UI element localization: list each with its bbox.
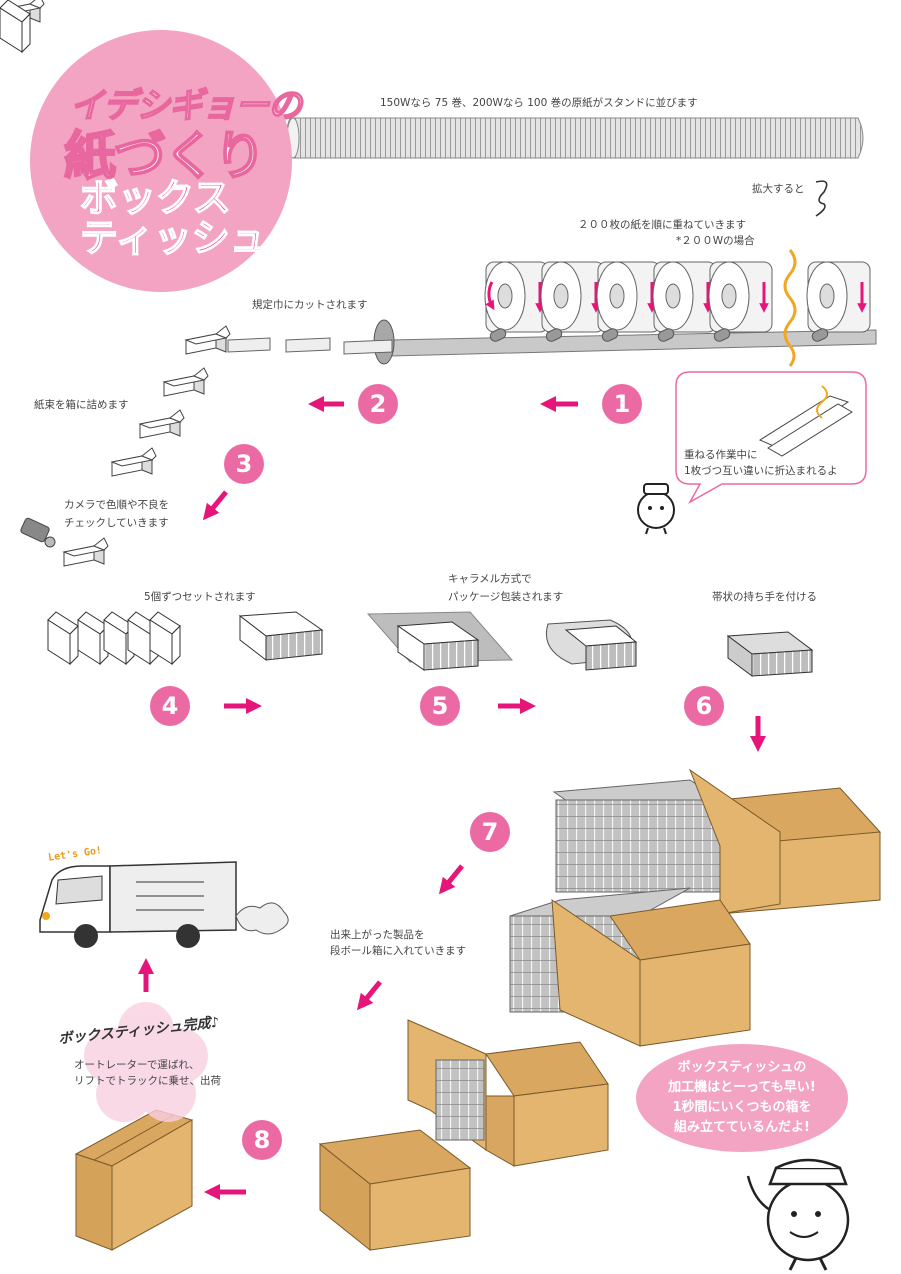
mascot-small [637, 483, 675, 535]
caption-fold-1: 重ねる作業中に [684, 449, 758, 461]
roll-conveyor [389, 249, 877, 367]
step-7-badge: 7 [470, 812, 510, 852]
caramel-wrap [366, 611, 638, 671]
step-5-badge: 5 [420, 686, 460, 726]
caption-stack: ２００枚の紙を順に重ねていきます [578, 219, 746, 231]
product-title-line2: ティッシュ [79, 216, 268, 260]
zoom-squiggle [815, 180, 828, 217]
bubble-line-1: ボックスティッシュの [677, 1059, 807, 1075]
mascot-big [746, 1158, 850, 1271]
flower-shape [84, 1002, 208, 1122]
caption-stack-note: *２００Wの場合 [676, 235, 755, 247]
cardboard-box-final [74, 1109, 194, 1251]
caption-camera-1: カメラで色順や不良を [64, 499, 169, 511]
arrow-7-down-2 [356, 980, 382, 1011]
camera-icon [20, 517, 56, 548]
caption-ship-1: オートレーターで運ばれ、 [74, 1059, 200, 1071]
arrow-3-down [202, 490, 228, 521]
caption-fold-2: 1枚づつ互い違いに折込まれるよ [684, 465, 838, 477]
product-title: ボックス ティッシュ [79, 176, 268, 260]
fold-bubble [675, 371, 867, 504]
caption-zoom: 拡大すると [752, 183, 805, 195]
main-title: 紙づくり [63, 126, 267, 188]
product-title-line1: ボックス [79, 176, 231, 220]
caption-cut: 規定巾にカットされます [252, 299, 368, 311]
cardboard-box-closed [318, 1129, 472, 1252]
step-6-badge: 6 [684, 686, 724, 726]
brand-title: イデシギョーの [69, 85, 303, 127]
cardboard-box-top [552, 768, 882, 915]
title-badge [30, 30, 292, 292]
caption-handle: 帯状の持ち手を付ける [712, 591, 817, 603]
caption-cardboard-2: 段ボール箱に入れていきます [330, 945, 467, 957]
arrow-7-down [438, 864, 464, 895]
mascot-speech-bubble: ボックスティッシュの 加工機はとーっても早い! 1秒間にいくつもの箱を 組み立て… [636, 1044, 848, 1152]
handle-box [726, 631, 814, 677]
step-3-badge: 3 [224, 444, 264, 484]
paper-roll-row [285, 117, 864, 159]
flow-arrows [137, 395, 767, 1201]
caption-ship-2: リフトでトラックに乗せ、出荷 [74, 1075, 221, 1087]
step-4-badge: 4 [150, 686, 190, 726]
step-2-badge: 2 [358, 384, 398, 424]
caption-box-pack: 紙束を箱に詰めます [34, 399, 129, 411]
cardboard-box-lower [407, 1019, 609, 1167]
caption-stand: 150Wなら 75 巻、200Wなら 100 巻の原紙がスタンドに並びます [380, 97, 698, 109]
cutter-line [227, 319, 395, 365]
caption-caramel-2: パッケージ包装されます [448, 591, 564, 603]
caption-cardboard-1: 出来上がった製品を [330, 929, 425, 941]
step-8-badge: 8 [242, 1120, 282, 1160]
truck [39, 861, 289, 948]
caption-camera-2: チェックしていきます [64, 517, 169, 529]
five-box-set [0, 0, 324, 665]
cardboard-box-mid [509, 887, 751, 1047]
caption-caramel-1: キャラメル方式で [448, 573, 532, 585]
step-1-badge: 1 [602, 384, 642, 424]
caption-set5: 5個ずつセットされます [144, 591, 256, 603]
bubble-line-3: 1秒間にいくつもの箱を [672, 1100, 812, 1115]
bubble-line-2: 加工機はとーっても早い! [668, 1079, 816, 1095]
bubble-line-4: 組み立てているんだよ! [674, 1120, 810, 1136]
